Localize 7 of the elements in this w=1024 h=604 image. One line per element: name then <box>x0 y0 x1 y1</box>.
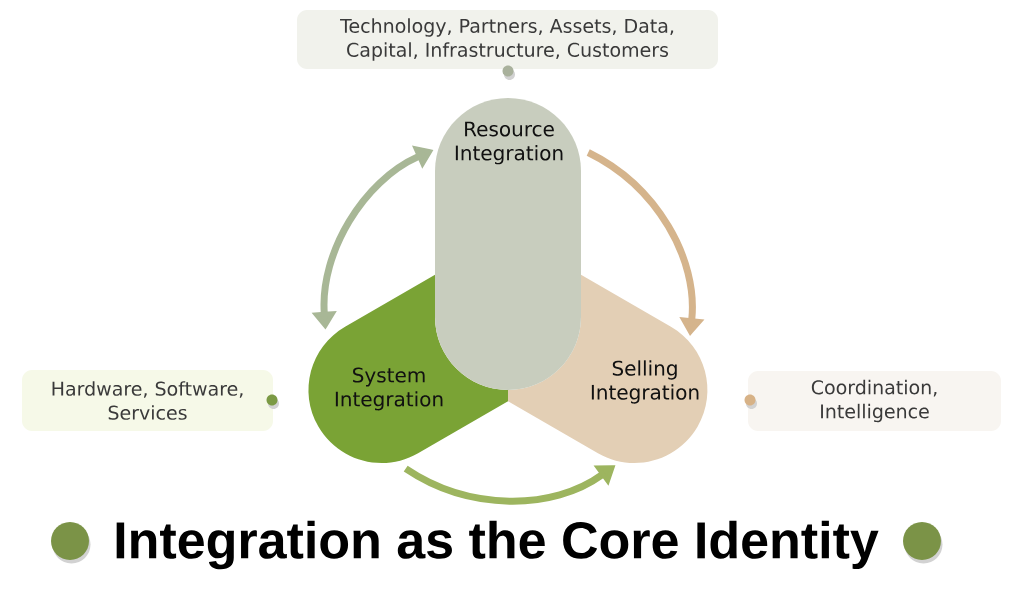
text-box: Coordination, Intelligence <box>748 371 1001 431</box>
text-box: Technology, Partners, Assets, Data, Capital, Infrastructure, Customers <box>297 10 718 69</box>
title: Integration as the Core Identity <box>116 520 879 570</box>
capsule: Selling Integration <box>508 274 708 463</box>
capsule: Resource Integration <box>435 98 581 390</box>
capsule: System Integration <box>308 274 508 463</box>
text-box: Hardware, Software, Services <box>22 370 273 431</box>
